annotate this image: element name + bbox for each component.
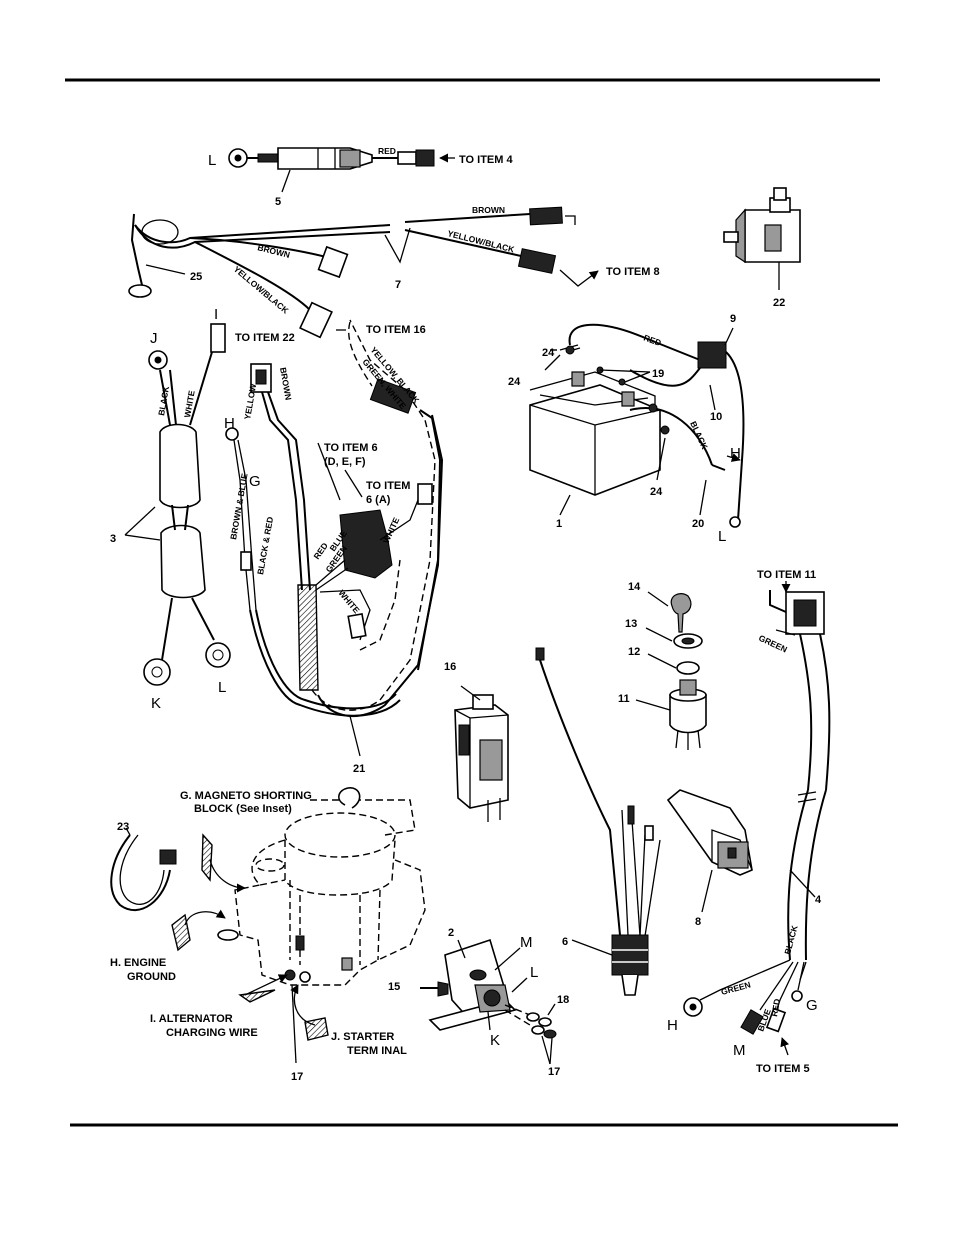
callout-20: 20 (692, 518, 704, 530)
callout-19: 19 (652, 368, 664, 380)
engine-label-j-1: J. STARTER (331, 1031, 394, 1043)
letter-K-left: K (151, 695, 161, 712)
item-22-switch (723, 187, 801, 290)
item-8-bracket (666, 789, 753, 913)
ignition-switch-group (635, 591, 707, 750)
item-5-fuse-holder (228, 147, 455, 193)
engine-label-h-1: H. ENGINE (110, 957, 166, 969)
callout-21: 21 (353, 763, 365, 775)
letter-I: I (214, 306, 218, 323)
engine-label-i-1: I. ALTERNATOR (150, 1013, 233, 1025)
callout-7: 7 (395, 279, 401, 291)
item-7-harness (128, 206, 599, 339)
ref-to-item-6a-1: TO ITEM (366, 480, 410, 492)
letter-L-switch: L (530, 964, 538, 981)
letter-H-left: H (224, 415, 235, 432)
wire-black-item4: BLACK (782, 923, 800, 955)
callout-13: 13 (625, 618, 637, 630)
battery-group (529, 323, 745, 528)
letter-L-top: L (208, 152, 216, 169)
callout-1: 1 (556, 518, 562, 530)
wire-white-harness-2: WHITE (336, 588, 361, 616)
callout-22: 22 (773, 297, 785, 309)
callout-11: 11 (618, 693, 630, 705)
wire-white-i: WHITE (182, 389, 197, 418)
item-6-connector-harness (535, 647, 661, 996)
callout-23: 23 (117, 821, 129, 833)
wire-black-battery: BLACK (688, 420, 710, 452)
wire-red-item4: RED (769, 998, 782, 1017)
letter-H-battery: H (730, 445, 741, 462)
callout-9: 9 (730, 313, 736, 325)
letter-K-switch: K (490, 1032, 500, 1049)
key-switch-bracket (420, 938, 557, 1065)
ref-to-item-8: TO ITEM 8 (606, 266, 660, 278)
engine-label-g-1: G. MAGNETO SHORTING (180, 790, 312, 802)
wire-red-battery: RED (642, 332, 662, 348)
callout-10: 10 (710, 411, 722, 423)
callout-24-bat-b: 24 (508, 376, 521, 388)
wire-yellow: YELLOW (242, 382, 258, 421)
callout-16: 16 (444, 661, 456, 673)
callout-18: 18 (557, 994, 569, 1006)
item-4-harness (683, 581, 831, 1056)
ref-to-item-6-def-1: TO ITEM 6 (324, 442, 378, 454)
item-23-cable-tie (110, 827, 177, 911)
item-21-main-harness (225, 319, 444, 757)
letter-H-right: H (667, 1017, 678, 1034)
engine-label-i-2: CHARGING WIRE (166, 1027, 258, 1039)
wire-black-j: BLACK (156, 384, 171, 416)
letter-M-switch: M (520, 934, 533, 951)
callout-2: 2 (448, 927, 454, 939)
engine-label-h-2: GROUND (127, 971, 176, 983)
callout-5: 5 (275, 196, 281, 208)
letter-L-battery: L (718, 528, 726, 545)
callout-3: 3 (110, 533, 116, 545)
wire-red-top: RED (378, 146, 396, 156)
ref-to-item-6a-2: 6 (A) (366, 494, 391, 506)
ref-to-item-6-def-2: (D, E, F) (324, 456, 366, 468)
callout-17-right: 17 (548, 1066, 560, 1078)
ref-to-item-4: TO ITEM 4 (459, 154, 513, 166)
engine-label-j-2: TERM INAL (347, 1045, 407, 1057)
wire-brown-blue: BROWN & BLUE (228, 472, 250, 540)
callout-12: 12 (628, 646, 640, 658)
item-3-cables (124, 323, 231, 686)
letter-G-right: G (806, 997, 818, 1014)
callout-6: 6 (562, 936, 568, 948)
letter-L-left: L (218, 679, 226, 696)
callout-17-left: 17 (291, 1071, 303, 1083)
ref-to-item-22: TO ITEM 22 (235, 332, 295, 344)
letter-M-right: M (733, 1042, 746, 1059)
engine-label-g-2: BLOCK (See Inset) (194, 803, 292, 815)
callout-25: 25 (190, 271, 202, 283)
callout-15: 15 (388, 981, 400, 993)
callout-14: 14 (628, 581, 641, 593)
ref-to-item-11: TO ITEM 11 (757, 569, 816, 581)
wire-black-red: BLACK & RED (255, 516, 275, 575)
ref-to-item-16: TO ITEM 16 (366, 324, 426, 336)
letter-J: J (150, 330, 158, 347)
wire-red-harness: RED (311, 541, 329, 561)
callout-8: 8 (695, 916, 701, 928)
engine-outline (171, 787, 426, 1064)
wire-green-item11: GREEN (757, 633, 789, 655)
letter-G-left: G (249, 473, 261, 490)
item-16-plunger-switch (454, 685, 509, 822)
wire-brown-top-right: BROWN (472, 205, 505, 215)
wire-brown-connector: BROWN (278, 367, 294, 401)
callout-24-bat-a: 24 (542, 347, 555, 359)
ref-to-item-5: TO ITEM 5 (756, 1063, 810, 1075)
wire-green-item4: GREEN (720, 979, 752, 996)
callout-24-bat-c: 24 (650, 486, 663, 498)
callout-4: 4 (815, 894, 822, 906)
wire-brown-top-left: BROWN (257, 242, 291, 260)
